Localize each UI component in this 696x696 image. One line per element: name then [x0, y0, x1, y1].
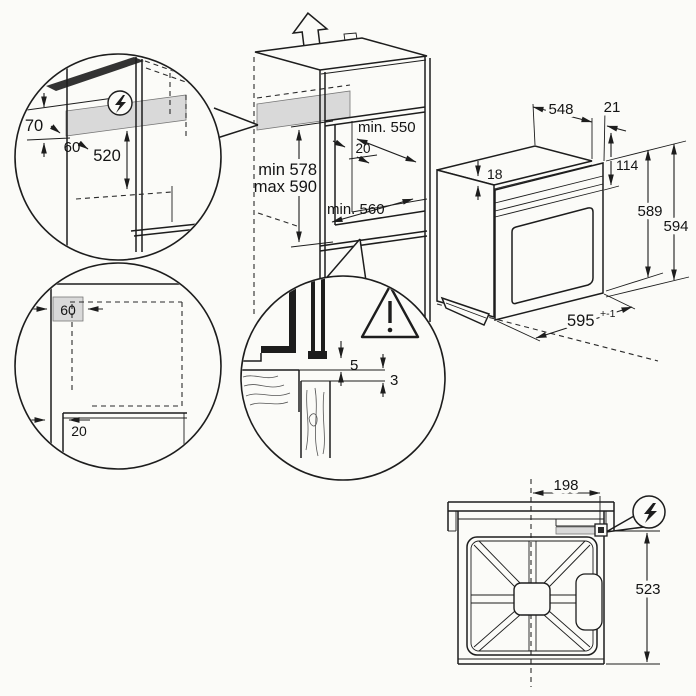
detail-circle-side — [14, 262, 222, 470]
dim-595-tolerance: +-1 — [600, 308, 616, 320]
dim-21: 21 — [604, 99, 621, 116]
dim-520: 520 — [93, 147, 121, 165]
oven-3d-view: 548 21 18 114 589 594 595 +-1 — [436, 96, 692, 362]
lightning-bolt-icon — [107, 90, 133, 116]
dim-18: 18 — [487, 166, 503, 182]
oven-front — [494, 162, 604, 321]
dim-114: 114 — [616, 157, 639, 173]
dim-70: 70 — [25, 117, 43, 135]
dim-60-side: 60 — [60, 302, 76, 318]
cabinet-niche-view: min. 550 20 min 578 max 590 min. 560 — [253, 12, 431, 322]
dim-589: 589 — [637, 203, 662, 220]
dim-min-578: min 578 — [258, 161, 317, 179]
oven-top-view: 198 523 — [447, 474, 666, 687]
dim-3: 3 — [390, 372, 398, 389]
oven-dimensions: 548 21 18 114 589 594 595 +-1 — [475, 96, 692, 342]
chassis-bracing — [466, 536, 603, 656]
detail-front-gap: 5 3 — [240, 238, 446, 481]
dim-min-550: min. 550 — [358, 119, 416, 136]
control-panel — [494, 183, 604, 212]
dim-20-side: 20 — [71, 423, 87, 439]
oven-door-window — [511, 207, 594, 305]
dim-60: 60 — [64, 139, 81, 156]
dim-198: 198 — [553, 477, 578, 494]
dim-5: 5 — [350, 357, 358, 374]
oven-left-side — [436, 169, 495, 318]
top-view-dimensions: 198 523 — [532, 474, 664, 665]
dim-20: 20 — [355, 141, 370, 156]
warning-triangle-icon — [360, 284, 420, 339]
fan-housing — [575, 573, 603, 631]
center-plate — [513, 582, 551, 616]
rear-spacer-block — [52, 296, 84, 322]
cabinet-top-face — [254, 37, 428, 71]
dim-595: 595 — [567, 312, 595, 330]
detail-electrical: 70 60 520 — [14, 53, 259, 261]
dim-548: 548 — [548, 101, 573, 118]
oven-foot — [440, 296, 491, 326]
electrical-recess-zone-detail — [65, 94, 187, 137]
dim-523: 523 — [635, 581, 660, 598]
detail-circle-gap — [240, 275, 446, 481]
lightning-bolt-icon-top-view — [632, 495, 666, 529]
oven-door-section — [311, 277, 315, 352]
detail-side-clearance: 60 20 — [14, 262, 222, 470]
oven-body-top — [457, 511, 608, 665]
dim-594: 594 — [663, 218, 688, 235]
terminal-recess — [555, 526, 597, 535]
niche-dimensions: min. 550 20 min 578 max 590 min. 560 — [254, 119, 417, 248]
dim-max-590: max 590 — [254, 178, 317, 196]
